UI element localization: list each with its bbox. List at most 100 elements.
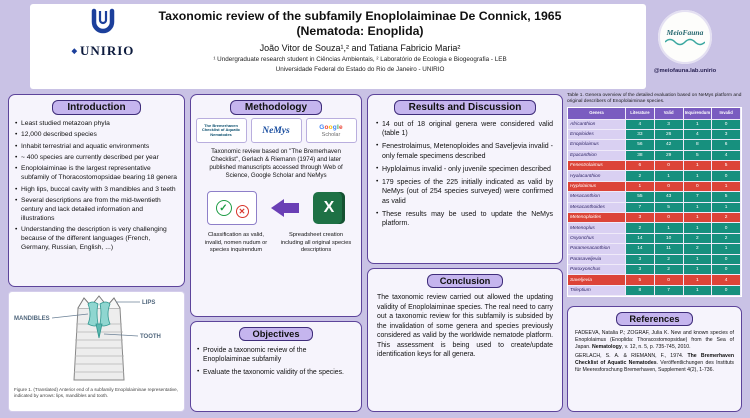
meiofauna-badge: MeioFauna @meiofauna.lab.unirio	[650, 10, 720, 74]
reference-text: FADEEVA, Natalia P.; ZOGRAF, Julia K. Ne…	[575, 330, 734, 350]
bremerhaven-checklist-logo: The Bremerhaven Checklist of Aquatic Nem…	[195, 118, 247, 143]
methodology-card: Methodology The Bremerhaven Checklist of…	[190, 94, 362, 317]
genus-cell: Parasaveljevia	[568, 254, 626, 265]
bullet-item: Least studied metazoan phyla	[15, 120, 177, 129]
header-band	[30, 4, 646, 89]
social-handle: @meiofauna.lab.unirio	[653, 68, 717, 74]
invalid-cell: 4	[712, 275, 741, 286]
genus-cell: Fenestrolaimus	[568, 161, 626, 172]
inquirendum-cell: 8	[683, 140, 713, 151]
invalid-cell: 3	[712, 129, 741, 141]
literature-cell: 7	[626, 202, 655, 214]
check-icon: ✓	[215, 200, 232, 217]
affiliation-1: ¹ Undergraduate research student in Ciên…	[213, 55, 507, 63]
genus-cell: Metenoploides	[568, 213, 626, 224]
inquirendum-cell: 1	[683, 264, 713, 276]
table-row: Mesacanthion 55 43 7 5	[568, 192, 741, 203]
unirio-logo: ◆UNIRIO	[55, 8, 151, 59]
reference-list: FADEEVA, Natalia P.; ZOGRAF, Julia K. Ne…	[568, 329, 741, 378]
classification-caption: Classification as valid, invalid, nomen …	[204, 232, 268, 254]
unirio-emblem-icon	[91, 8, 115, 34]
literature-cell: 8	[626, 285, 655, 297]
literature-cell: 33	[626, 129, 655, 141]
bullet-item: Inhabit terrestrial and aquatic environm…	[15, 143, 177, 152]
literature-cell: 3	[626, 213, 655, 224]
table-caption: Table 1. Genera overview of the detailed…	[567, 93, 742, 104]
results-card: Results and Discussion 14 out of 18 orig…	[367, 94, 563, 264]
inquirendum-cell: 2	[683, 244, 713, 255]
references-card: References FADEEVA, Natalia P.; ZOGRAF, …	[567, 306, 742, 412]
literature-cell: 5	[626, 275, 655, 286]
conclusion-heading: Conclusion	[426, 274, 504, 288]
reference-bold-text: The Bremerhaven Checklist of Aquatic Nem…	[575, 353, 734, 366]
conclusion-card: Conclusion The taxonomic review carried …	[367, 268, 563, 412]
reference-text: GERLACH, S. A. & RIEMANN, F., 1974.	[575, 353, 688, 360]
valid-cell: 7	[654, 285, 684, 297]
valid-cell: 10	[654, 233, 684, 245]
genus-cell: Hyplolaimus	[568, 181, 626, 193]
results-heading: Results and Discussion	[393, 100, 537, 115]
table-row: Saveljevia 5 0 1 4	[568, 275, 741, 286]
genus-cell: Africanthion	[568, 119, 626, 130]
introduction-heading: Introduction	[52, 100, 141, 115]
table-row: Paroxyonchus 3 2 1 0	[568, 264, 741, 276]
conclusion-text: The taxonomic review carried out allowed…	[377, 294, 553, 359]
references-heading: References	[616, 312, 693, 326]
table-row: Metenoplus 2 1 1 0	[568, 223, 741, 234]
genus-cell: Mesacanthoides	[568, 202, 626, 214]
literature-cell: 2	[626, 223, 655, 234]
reference-bold-text: Nematology	[592, 343, 622, 350]
inquirendum-cell: 1	[683, 161, 713, 172]
meiofauna-title: MeioFauna	[666, 27, 704, 37]
valid-cell: 0	[654, 275, 684, 286]
source-logos-row: The Bremerhaven Checklist of Aquatic Nem…	[191, 118, 361, 143]
literature-cell: 3	[626, 254, 655, 265]
inquirendum-cell: 1	[683, 213, 713, 224]
introduction-card: Introduction Least studied metazoan phyl…	[8, 94, 185, 287]
invalid-cell: 1	[712, 244, 741, 255]
genus-cell: Paroxyonchus	[568, 264, 626, 276]
valid-cell: 0	[654, 213, 684, 224]
valid-cell: 5	[654, 202, 684, 214]
google-letter: o	[324, 123, 329, 131]
inquirendum-cell: 4	[683, 129, 713, 141]
table-area: Table 1. Genera overview of the detailed…	[567, 93, 742, 298]
nemys-logo: NeMys	[250, 118, 302, 143]
valid-cell: 26	[654, 129, 684, 141]
valid-cell: 0	[654, 181, 684, 193]
table-row: Hyplolaimus 1 0 0 1	[568, 181, 741, 193]
google-letter: o	[328, 123, 333, 131]
genus-cell: Metenoplus	[568, 223, 626, 234]
methodology-description: Taxonomic review based on "The Bremerhav…	[209, 148, 343, 180]
scholar-wordmark: Scholar	[321, 131, 341, 138]
bullet-item: 179 species of the 225 initially indicat…	[376, 178, 553, 206]
objectives-bullet-list: Provide a taxonomic review of the Enoplo…	[191, 344, 361, 385]
literature-cell: 2	[626, 171, 655, 182]
table-header-cell: Literature	[626, 107, 655, 120]
figure-caption: Figure 1. (Translated) Anterior end of a…	[14, 387, 179, 398]
table-row: Metenoploides 3 0 1 2	[568, 213, 741, 224]
literature-cell: 1	[626, 181, 655, 193]
bullet-item: Evaluate the taxonomic validity of the s…	[197, 368, 354, 377]
affiliation-2: Universidade Federal do Estado do Rio de…	[275, 65, 445, 73]
bullet-item: Enoplolaiminae is the largest representa…	[15, 165, 177, 183]
bullet-item: Hyplolaimus invalid - only juvenile spec…	[376, 165, 553, 174]
invalid-cell: 2	[712, 213, 741, 224]
bullet-item: Provide a taxonomic review of the Enoplo…	[197, 346, 354, 364]
table-row: Africanthion 4 3 1 0	[568, 119, 741, 130]
poster-title-line2: (Nematoda: Enoplida)	[296, 23, 424, 38]
literature-cell: 14	[626, 244, 655, 255]
invalid-cell: 5	[712, 161, 741, 172]
google-scholar-logo: Google Scholar	[305, 118, 357, 143]
introduction-bullet-list: Least studied metazoan phyla12,000 descr…	[9, 118, 184, 259]
objectives-card: Objectives Provide a taxonomic review of…	[190, 321, 362, 412]
invalid-cell: 0	[712, 254, 741, 265]
reference-item: GERLACH, S. A. & RIEMANN, F., 1974. The …	[575, 353, 734, 373]
valid-cell: 11	[654, 244, 684, 255]
inquirendum-cell: 1	[683, 275, 713, 286]
reference-text: . Veröffentlichungen des Instituts für M…	[575, 360, 734, 373]
genus-cell: Epacanthion	[568, 150, 626, 162]
invalid-cell: 2	[712, 233, 741, 245]
